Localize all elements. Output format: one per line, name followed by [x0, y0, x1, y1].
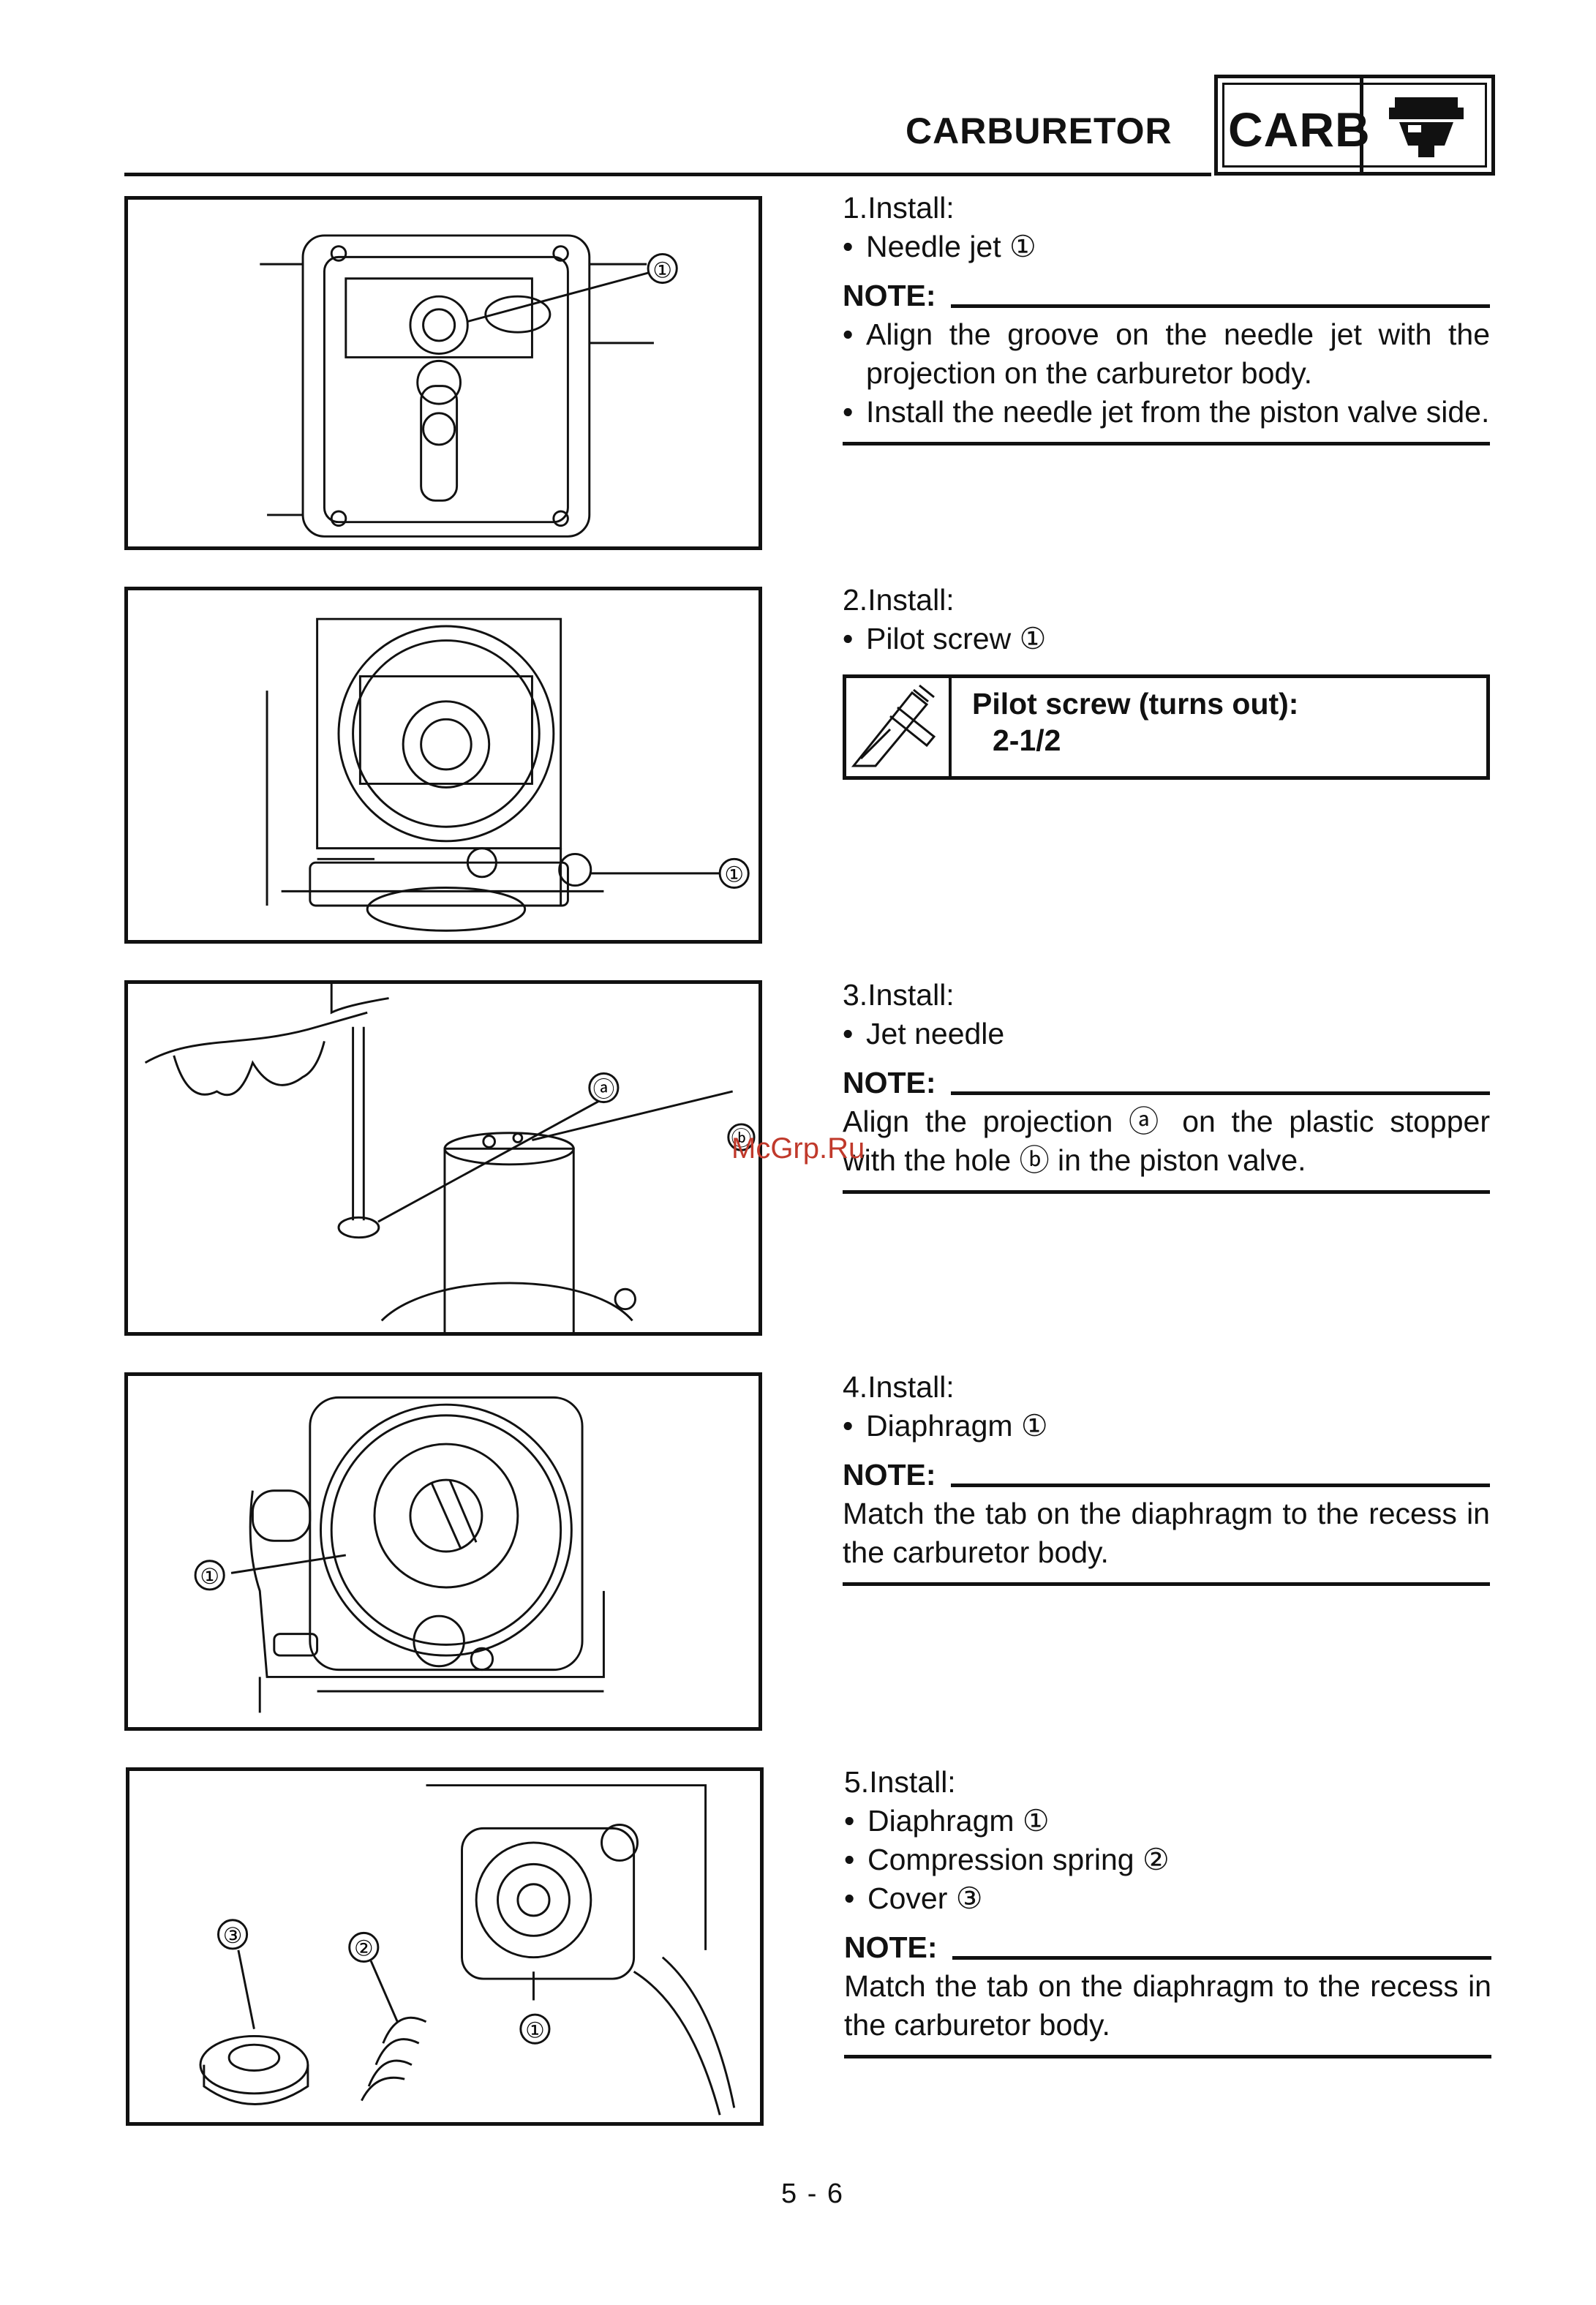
fig3-callout-a: ⓐ [593, 1078, 614, 1102]
step-1-note-2: Install the needle jet from the piston v… [843, 393, 1490, 432]
carburetor-icon [1389, 97, 1464, 157]
step-5: 5.Install: Diaphragm ① Compression sprin… [844, 1763, 1491, 2058]
step-1-heading: 1.Install: [843, 191, 955, 225]
step-3-note: Align the projection ⓐ on the plastic st… [843, 1105, 1490, 1177]
figure-diaphragm: ① [124, 1372, 762, 1731]
step-3: 3.Install: Jet needle NOTE: Align the pr… [843, 976, 1490, 1194]
header-rule [124, 173, 1211, 176]
step-5-item-2: Compression spring ② [844, 1840, 1491, 1879]
caliper-icon [846, 678, 952, 776]
step-2-heading: 2.Install: [843, 583, 955, 617]
figure-pilot-screw: ① [124, 587, 762, 944]
section-badge: CARB [1214, 75, 1495, 176]
figure-jet-needle: ⓐ ⓑ [124, 980, 762, 1336]
step-1-note-1: Align the groove on the needle jet with … [843, 315, 1490, 393]
note-label: NOTE: [844, 1930, 938, 1964]
step-5-note: Match the tab on the diaphragm to the re… [844, 1969, 1491, 2042]
fig5-callout-2: ② [354, 1937, 373, 1961]
note-label: NOTE: [843, 1458, 936, 1492]
note-label: NOTE: [843, 279, 936, 312]
step-4-note: Match the tab on the diaphragm to the re… [843, 1497, 1490, 1569]
figure-diaphragm-cover: ③ ② ① [126, 1767, 764, 2126]
step-4-item: Diaphragm ① [843, 1407, 1490, 1445]
fig5-callout-3: ③ [223, 1924, 242, 1948]
step-5-item-3: Cover ③ [844, 1879, 1491, 1918]
step-1: 1.Install: Needle jet ① NOTE: Align the … [843, 189, 1490, 445]
fig4-callout-1: ① [200, 1565, 219, 1589]
watermark: McGrp.Ru [731, 1132, 865, 1165]
spec-title: Pilot screw (turns out): [972, 687, 1299, 721]
step-5-item-1: Diaphragm ① [844, 1802, 1491, 1840]
fig1-callout-1: ① [653, 259, 672, 283]
spec-box-pilot-screw: Pilot screw (turns out): 2-1/2 [843, 674, 1490, 780]
spec-value: 2-1/2 [993, 723, 1061, 757]
note-label: NOTE: [843, 1066, 936, 1099]
step-4-heading: 4.Install: [843, 1370, 955, 1404]
figure-needle-jet: ① [124, 196, 762, 550]
page-number: 5 - 6 [781, 2178, 845, 2209]
step-1-item: Needle jet ① [843, 228, 1490, 266]
step-3-heading: 3.Install: [843, 978, 955, 1012]
step-4: 4.Install: Diaphragm ① NOTE: Match the t… [843, 1368, 1490, 1586]
step-2-item: Pilot screw ① [843, 620, 1490, 658]
badge-label: CARB [1228, 102, 1371, 157]
fig2-callout-1: ① [725, 863, 744, 887]
step-5-heading: 5.Install: [844, 1765, 956, 1799]
fig3-callout-b: ⓑ [731, 1127, 751, 1149]
fig5-callout-1: ① [525, 2018, 544, 2042]
step-2: 2.Install: Pilot screw ① [843, 581, 1490, 658]
step-3-item: Jet needle [843, 1015, 1490, 1053]
section-title: CARBURETOR [906, 110, 1172, 151]
